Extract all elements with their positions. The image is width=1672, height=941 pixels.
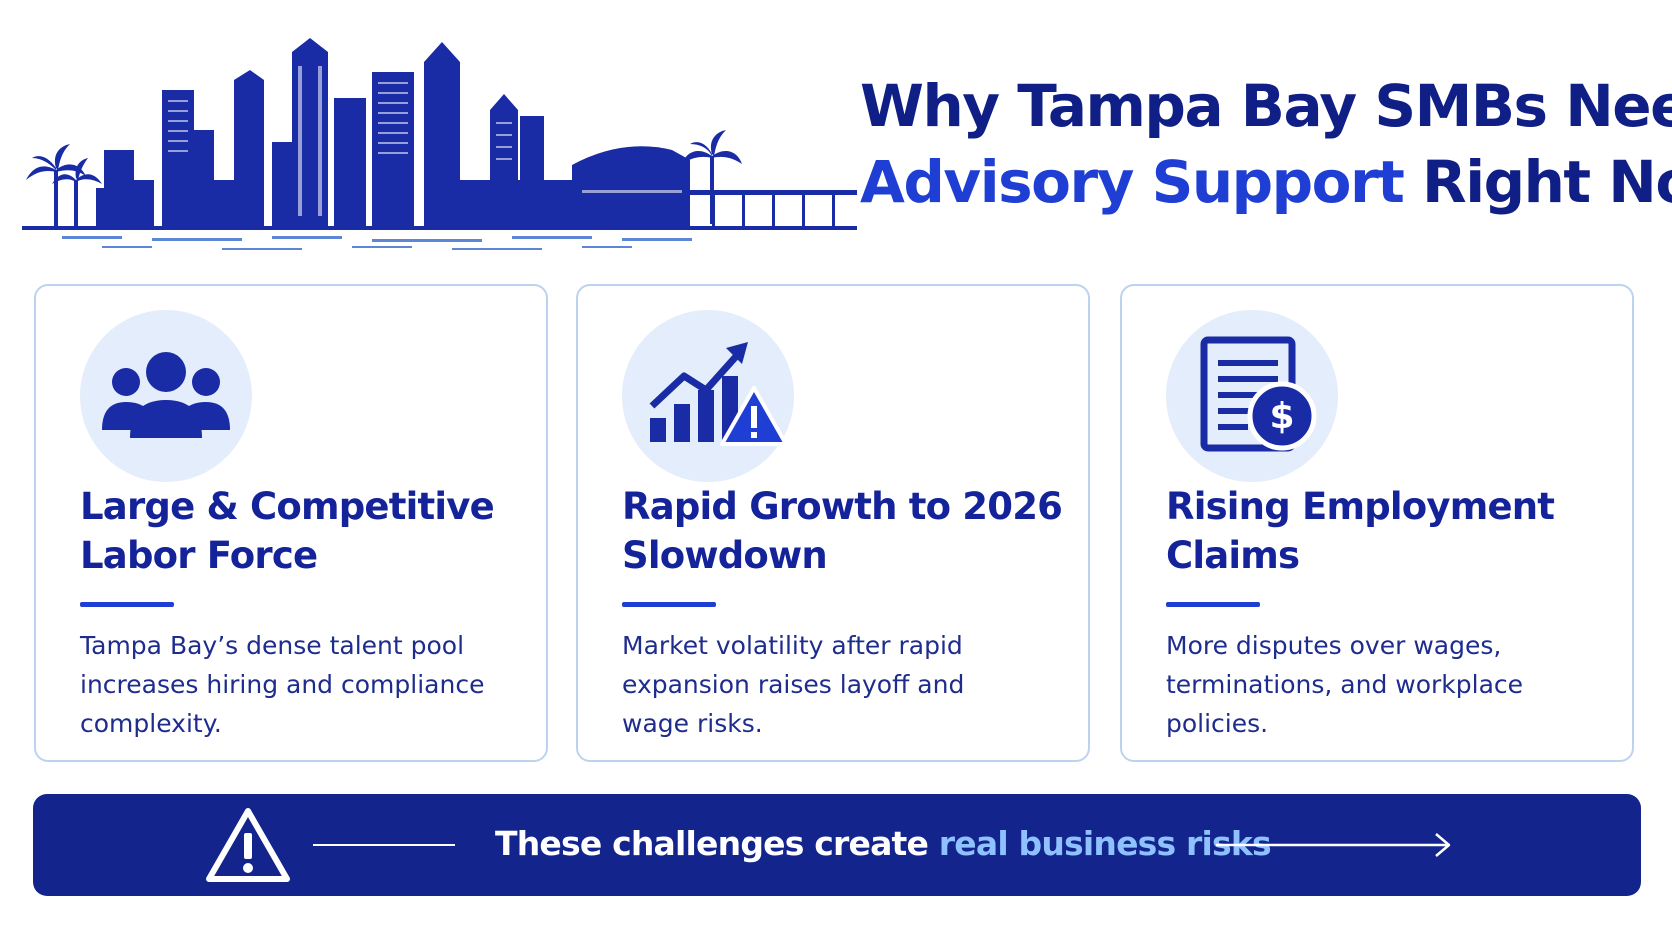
card-description-line-2: increases hiring and compliance [80, 670, 485, 699]
card-title-line-1: Large & Competitive [80, 485, 495, 528]
title-accent: Advisory Support [860, 148, 1405, 216]
card-labor-force: Large & Competitive Labor Force Tampa Ba… [34, 284, 548, 762]
card-rapid-growth: Rapid Growth to 2026 Slowdown Market vol… [576, 284, 1090, 762]
card-description: Market volatility after rapid expansion … [622, 626, 1062, 743]
card-title-line-2: Slowdown [622, 534, 828, 577]
card-title: Rapid Growth to 2026 Slowdown [622, 482, 1082, 580]
title-line-1: Why Tampa Bay SMBs Need [860, 72, 1672, 140]
svg-text:$: $ [1269, 396, 1294, 437]
banner-message: These challenges create real business ri… [495, 820, 1272, 868]
card-title: Large & Competitive Labor Force [80, 482, 540, 580]
warning-triangle-icon [206, 808, 290, 882]
people-group-icon [80, 310, 252, 482]
card-description-line-1: Tampa Bay’s dense talent pool [80, 631, 465, 660]
title-line-2-rest: Right Now [1422, 148, 1672, 216]
tampa-skyline-illustration [22, 38, 857, 250]
banner-highlight: real business risks [938, 824, 1272, 863]
growth-chart-warning-icon [622, 310, 794, 482]
banner-text: These challenges create [495, 824, 939, 863]
card-title-line-1: Rapid Growth to 2026 [622, 485, 1063, 528]
card-divider [1166, 602, 1260, 607]
document-dollar-icon: $ [1166, 310, 1338, 482]
card-employment-claims: $ Rising Employment Claims More disputes… [1120, 284, 1634, 762]
card-description-line-3: wage risks. [622, 709, 763, 738]
card-description-line-3: complexity. [80, 709, 222, 738]
card-divider [622, 602, 716, 607]
card-description-line-1: More disputes over wages, [1166, 631, 1502, 660]
arrow-right-icon [1216, 833, 1451, 857]
page-title: Why Tampa Bay SMBs Need Advisory Support… [860, 68, 1672, 220]
card-title-line-2: Claims [1166, 534, 1300, 577]
card-description-line-1: Market volatility after rapid [622, 631, 963, 660]
card-divider [80, 602, 174, 607]
banner-line-left [313, 844, 455, 846]
card-description: Tampa Bay’s dense talent pool increases … [80, 626, 520, 743]
card-description-line-3: policies. [1166, 709, 1269, 738]
card-title: Rising Employment Claims [1166, 482, 1626, 580]
risk-banner: These challenges create real business ri… [33, 794, 1641, 896]
title-line-2: Advisory Support Right Now [860, 144, 1672, 220]
card-description-line-2: terminations, and workplace [1166, 670, 1524, 699]
card-description-line-2: expansion raises layoff and [622, 670, 965, 699]
card-title-line-1: Rising Employment [1166, 485, 1555, 528]
card-description: More disputes over wages, terminations, … [1166, 626, 1606, 743]
card-title-line-2: Labor Force [80, 534, 318, 577]
